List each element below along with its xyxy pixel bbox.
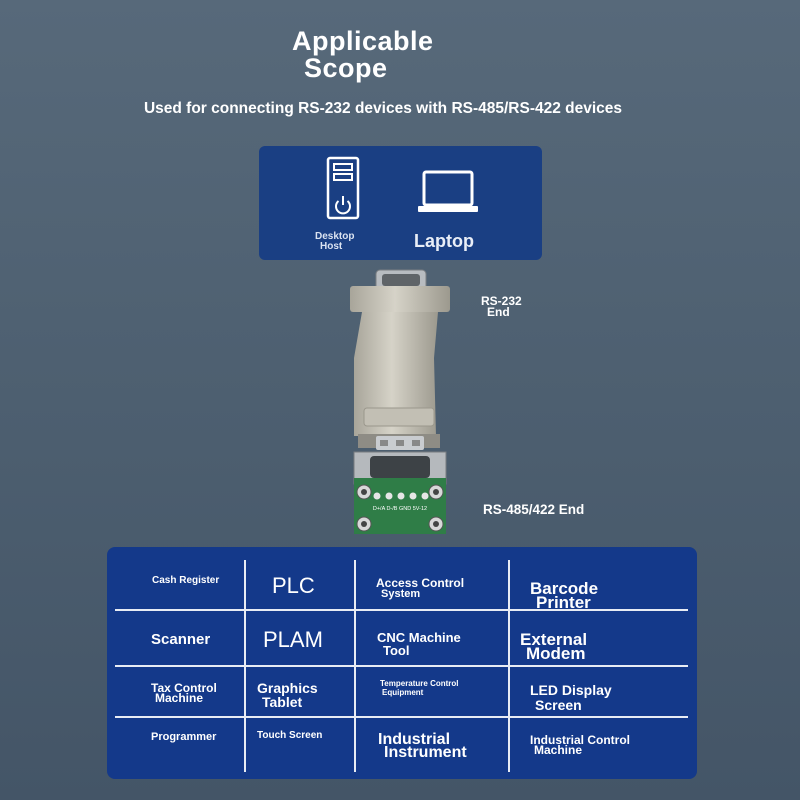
app-plam: PLAM	[263, 627, 323, 652]
subtitle: Used for connecting RS-232 devices with …	[143, 100, 623, 117]
app-plc: PLC	[272, 573, 315, 598]
app-line-2: Tablet	[262, 694, 303, 710]
app-line-2: Machine	[534, 743, 583, 757]
title-line-2: Scope	[304, 53, 388, 83]
app-line-2: Modem	[526, 644, 586, 663]
app-line-1: Temperature Control	[380, 679, 459, 688]
grid-divider	[354, 560, 356, 772]
app-graphics-tablet: Graphics Tablet	[257, 681, 318, 709]
desktop-label-line-2: Host	[320, 241, 343, 252]
host-devices-panel	[259, 146, 542, 260]
app-line-1: Access Control	[376, 576, 465, 590]
rs232-label-line-2: End	[487, 305, 510, 319]
app-line-1: LED Display	[530, 682, 612, 698]
app-line-1: External	[520, 630, 588, 649]
laptop-label: Laptop	[414, 231, 474, 251]
desktop-label-line-1: Desktop	[315, 231, 355, 242]
app-tax-control-machine: Tax Control Machine	[151, 681, 217, 705]
app-cash-register: Cash Register	[152, 575, 220, 586]
page-title: Applicable Scope	[292, 28, 434, 82]
grid-divider	[115, 716, 688, 718]
grid-divider	[244, 560, 246, 772]
desktop-host-label: Desktop Host	[315, 232, 354, 252]
app-external-modem: External Modem	[520, 630, 588, 663]
app-industrial-control-machine: Industrial Control Machine	[530, 733, 630, 757]
desktop-tower-icon	[326, 156, 360, 220]
app-cnc-machine-tool: CNC Machine Tool	[377, 631, 461, 657]
app-scanner: Scanner	[151, 631, 211, 648]
grid-divider	[115, 609, 688, 611]
app-line-1: Graphics	[257, 680, 318, 696]
app-line-2: Printer	[536, 593, 591, 612]
rs232-to-rs485-adapter-image: D+/A D-/B GND 5V-12	[350, 269, 450, 534]
app-line-2: System	[381, 588, 421, 600]
app-programmer: Programmer	[151, 731, 217, 743]
app-industrial-instrument: Industrial Instrument	[378, 731, 467, 761]
grid-divider	[115, 665, 688, 667]
app-barcode-printer: Barcode Printer	[530, 579, 599, 612]
app-line-1: CNC Machine	[377, 630, 461, 645]
rs232-label-line-1: RS-232	[481, 294, 522, 308]
laptop-icon	[418, 170, 478, 212]
app-line-2: Tool	[383, 643, 410, 658]
app-line-1: Industrial	[378, 731, 451, 748]
app-line-2: Screen	[535, 697, 582, 713]
app-line-2: Equipment	[382, 688, 424, 697]
grid-divider	[508, 560, 510, 772]
pcb-pin-labels: D+/A D-/B GND 5V-12	[373, 506, 427, 512]
app-line-2: Instrument	[384, 744, 467, 761]
app-line-1: Industrial Control	[530, 733, 630, 747]
rs232-end-label: RS-232 End	[481, 294, 522, 319]
app-line-1: Tax Control	[151, 681, 217, 695]
app-line-2: Machine	[155, 691, 204, 705]
app-touch-screen: Touch Screen	[257, 730, 323, 741]
rs485-end-label: RS-485/422 End	[483, 502, 585, 517]
app-led-display-screen: LED Display Screen	[530, 683, 612, 713]
title-line-1: Applicable	[292, 26, 434, 56]
app-temperature-control-equipment: Temperature Control Equipment	[380, 679, 459, 697]
app-line-1: Barcode	[530, 579, 599, 598]
applications-panel	[107, 547, 697, 779]
app-access-control-system: Access Control System	[376, 577, 464, 600]
